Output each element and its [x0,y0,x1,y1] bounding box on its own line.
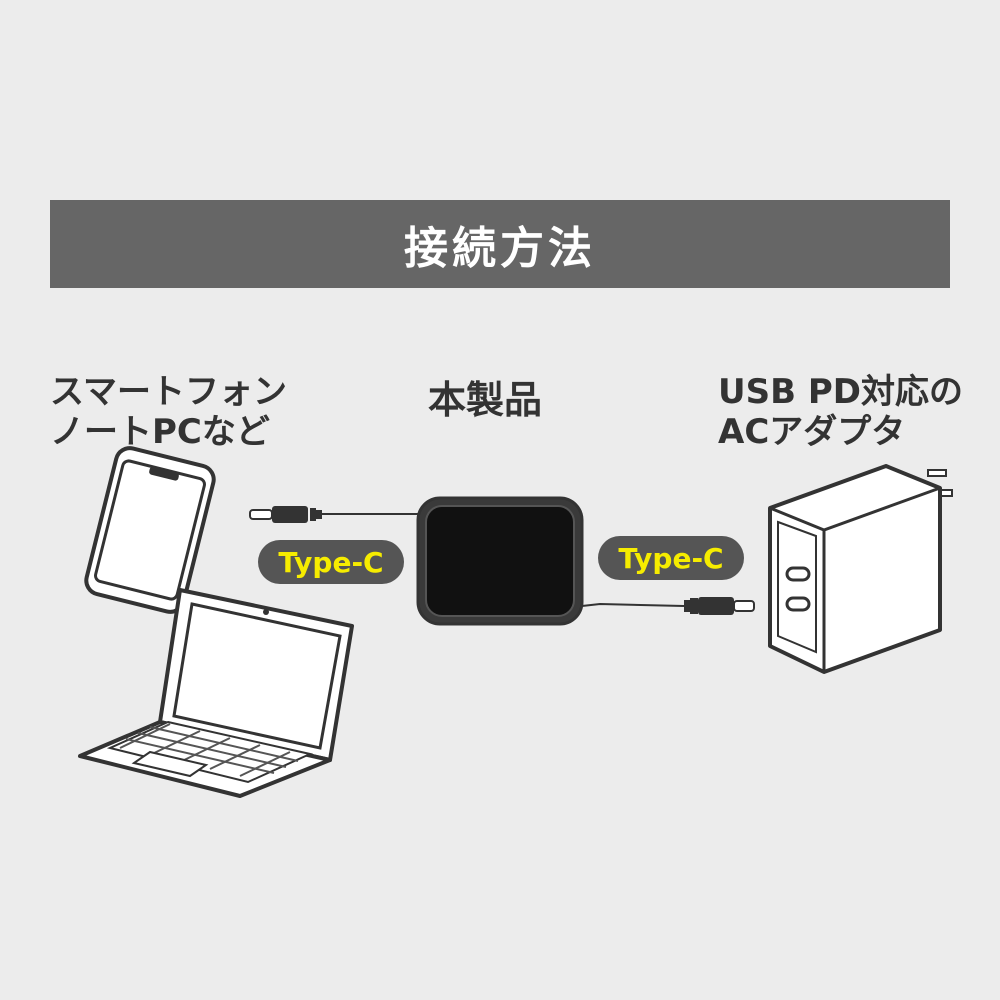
type-c-badge-left-text: Type-C [278,545,384,579]
adapter-label: USB PD対応の ACアダプタ [718,372,963,452]
devices-label: スマートフォン ノートPCなど [50,372,287,452]
adapter-label-line1: USB PD対応の [718,372,963,412]
header-bar: 接続方法 [50,200,950,288]
product-device-icon [416,496,584,626]
devices-label-line1: スマートフォン [50,372,287,412]
header-title: 接続方法 [404,223,596,274]
type-c-badge-right: Type-C [598,536,744,580]
adapter-label-line2: ACアダプタ [718,412,906,452]
left-cable [249,506,430,523]
laptop-icon [78,588,354,798]
devices-label-line2: ノートPCなど [50,412,270,452]
smartphone-icon [84,446,216,614]
type-c-badge-left: Type-C [258,540,404,584]
right-cable [581,597,755,615]
product-label: 本製品 [428,378,543,422]
ac-adapter-icon [768,464,953,674]
type-c-badge-right-text: Type-C [618,541,724,575]
